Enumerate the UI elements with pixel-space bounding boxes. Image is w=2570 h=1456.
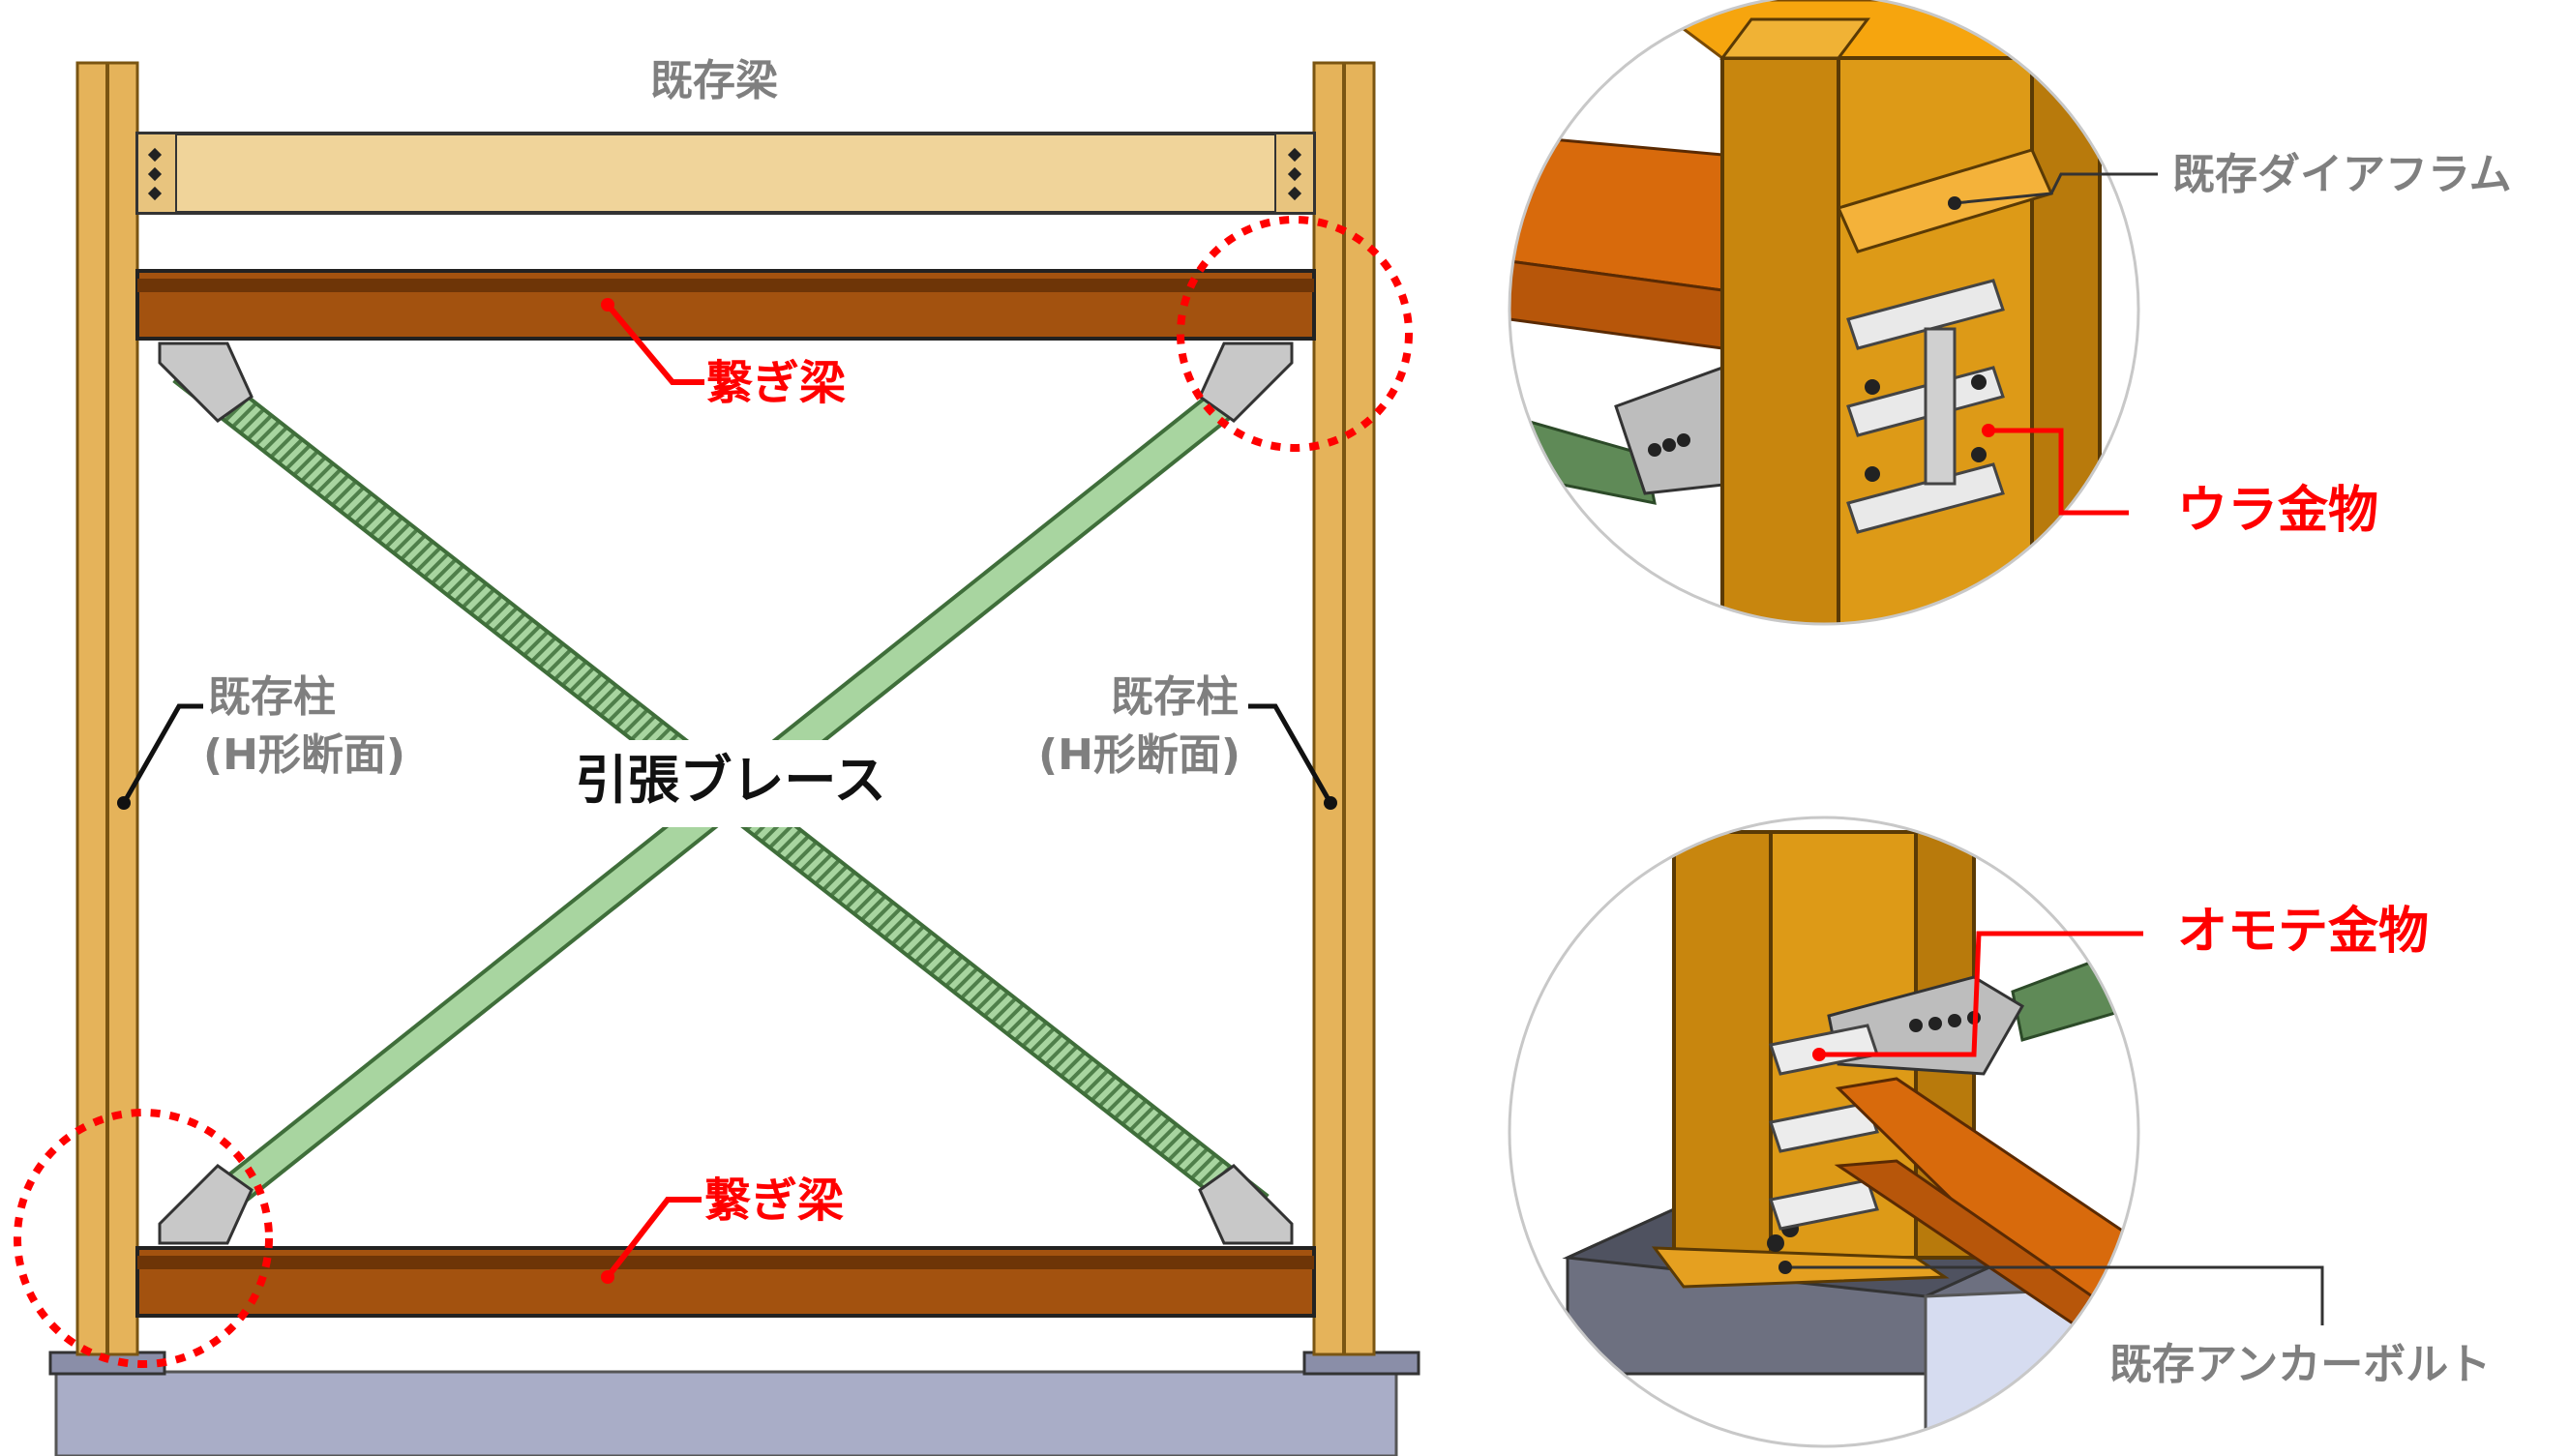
leader-dot bbox=[1982, 424, 1995, 437]
highlight-circle-bottom-left bbox=[14, 1109, 273, 1368]
leader-anchor-bolt bbox=[1785, 1265, 2324, 1325]
detail-top-back-hardware: 既存ダイアフラム ウラ金物 bbox=[1508, 0, 2512, 626]
brace-label-bg bbox=[556, 740, 905, 827]
label-tension-brace: 引張ブレース bbox=[575, 750, 885, 811]
label-existing-anchor-bolt: 既存アンカーボルト bbox=[2109, 1340, 2491, 1389]
plates bbox=[1769, 1024, 1879, 1231]
leader-right-column bbox=[1248, 703, 1333, 805]
detail-circle-bottom bbox=[1508, 816, 2140, 1448]
label-right-column-line1: 既存柱 bbox=[1111, 672, 1239, 722]
frame-elevation: 既存梁 繋ぎ梁 繋ぎ梁 既存柱 (H形断面) 既存柱 (H形断面) 引張ブレース bbox=[14, 56, 1420, 1456]
label-left-column-line1: 既存柱 bbox=[208, 672, 336, 722]
leader-dot bbox=[1324, 796, 1337, 810]
label-left-column-line2: (H形断面) bbox=[203, 730, 405, 780]
leader-dot bbox=[1948, 196, 1961, 210]
gusset-top-left bbox=[158, 342, 254, 423]
label-front-hardware: オモテ金物 bbox=[2177, 903, 2429, 961]
label-existing-diaphragm: 既存ダイアフラム bbox=[2172, 150, 2512, 199]
leader-left-column bbox=[121, 703, 203, 805]
gusset-bottom-right bbox=[1198, 1164, 1294, 1245]
detail-bottom-front-hardware: オモテ金物 既存アンカーボルト bbox=[1508, 816, 2491, 1448]
label-existing-beam: 既存梁 bbox=[650, 56, 778, 105]
detail-circle-top bbox=[1508, 0, 2140, 626]
existing-beam bbox=[135, 132, 1316, 215]
label-tie-beam-top: 繋ぎ梁 bbox=[706, 356, 846, 410]
leader-tie-beam-bottom bbox=[605, 1197, 702, 1279]
tie-beam-top-flange bbox=[137, 279, 1314, 292]
leader-dot bbox=[601, 298, 614, 312]
beam-bolts bbox=[147, 147, 1302, 201]
leader-dot bbox=[601, 1270, 614, 1284]
leader-dot bbox=[117, 796, 131, 810]
leader-dot bbox=[1812, 1048, 1826, 1061]
back-hardware-plates bbox=[1846, 279, 2005, 534]
existing-beam-end-left bbox=[136, 133, 177, 214]
gusset-bottom-left bbox=[158, 1164, 254, 1245]
foundation bbox=[54, 1370, 1398, 1456]
label-tie-beam-bottom: 繋ぎ梁 bbox=[704, 1174, 844, 1228]
bolts bbox=[1648, 374, 1987, 482]
highlight-circle-top-right bbox=[1177, 216, 1413, 452]
label-right-column-line2: (H形断面) bbox=[1038, 730, 1240, 780]
gusset-top-right bbox=[1198, 342, 1294, 423]
tie-beam-bottom-flange bbox=[137, 1256, 1314, 1269]
leader-diaphragm bbox=[1954, 172, 2158, 205]
label-back-hardware: ウラ金物 bbox=[2177, 482, 2378, 540]
column-detail bbox=[1720, 56, 1840, 624]
leader-front-hardware bbox=[1819, 931, 2143, 1057]
column-flange-detail bbox=[2030, 56, 2102, 624]
leader-back-hardware bbox=[1988, 428, 2129, 516]
leader-dot bbox=[1778, 1261, 1792, 1274]
leader-tie-beam-top bbox=[605, 303, 704, 385]
